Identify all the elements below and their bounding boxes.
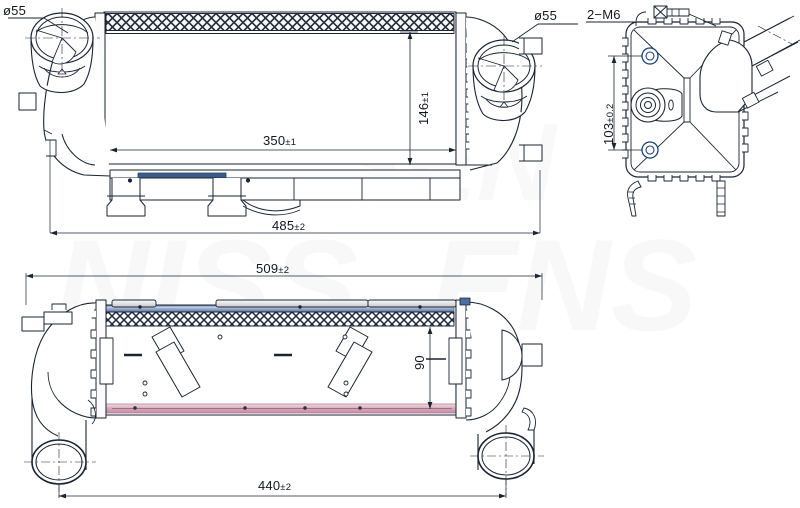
dimension-label-dia-right: ø55 (534, 8, 558, 23)
right-outlet-tank (465, 16, 543, 171)
end-view (586, 5, 800, 217)
dimension-label-depth-90: 90 (412, 355, 427, 370)
sensor-boss (630, 87, 683, 123)
internal-baffles (151, 326, 373, 398)
lower-mount-bracket (106, 169, 461, 217)
dimension-label-length-440: 440±2 (258, 478, 292, 493)
dimension-label-thread-2m6: 2−M6 (587, 7, 621, 22)
top-mounting-rails (111, 299, 457, 308)
right-tank-topview (459, 297, 544, 495)
dimension-label-height-146: 146±1 (416, 91, 431, 125)
thread-callout-symbol (635, 5, 717, 27)
dimension-label-length-485: 485±2 (272, 218, 306, 233)
m6-boss-lower (641, 141, 659, 159)
dimension-label-length-509: 509±2 (256, 261, 290, 276)
crimp-tabs-bottom (647, 175, 721, 182)
left-header-plate-topview (90, 299, 114, 419)
m6-boss-upper (641, 47, 659, 65)
left-tank-topview (21, 302, 97, 498)
mounting-pins (627, 180, 726, 217)
right-header-plate-topview (448, 299, 472, 419)
dimension-label-dia-left: ø55 (3, 3, 27, 18)
dimension-label-length-350: 350±1 (263, 133, 297, 148)
dimension-lines-topview (25, 273, 543, 499)
dimension-lines-front (8, 17, 578, 236)
top-view (21, 273, 544, 499)
dimension-label-height-103: 103±0.2 (601, 103, 616, 145)
crimp-tabs-left (622, 37, 629, 159)
left-inlet-tank (18, 8, 111, 177)
end-view-neck (699, 15, 800, 113)
dimension-103 (608, 55, 642, 151)
front-view (8, 8, 578, 236)
